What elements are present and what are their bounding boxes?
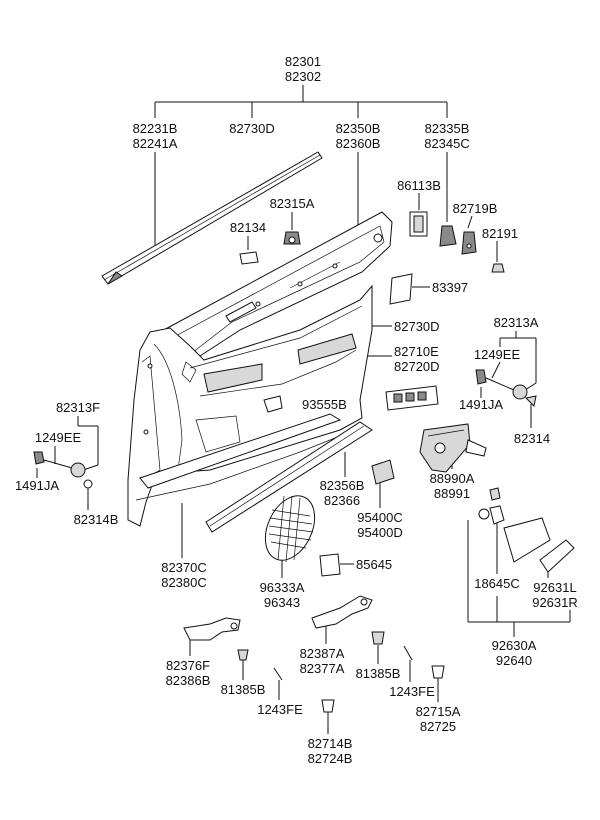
part-label-82370C: 82370C bbox=[161, 560, 207, 575]
part-label-82134: 82134 bbox=[230, 220, 266, 235]
part-label-86113B: 86113B bbox=[397, 178, 441, 193]
lower-garnish-strip-part bbox=[139, 413, 373, 533]
part-label-82335B: 82335B bbox=[425, 121, 470, 136]
part-label-82314: 82314 bbox=[514, 431, 550, 446]
part-label-82313F: 82313F bbox=[56, 400, 100, 415]
part-label-82710E: 82710E bbox=[394, 344, 439, 359]
part-label-82231B: 82231B bbox=[133, 121, 178, 136]
part-label-82366: 82366 bbox=[324, 493, 360, 508]
part-label-92631L: 92631L bbox=[533, 580, 576, 595]
part-label-92640: 92640 bbox=[496, 653, 532, 668]
part-label-96343: 96343 bbox=[264, 595, 300, 610]
part-label-92631R: 92631R bbox=[532, 595, 578, 610]
part-label-82380C: 82380C bbox=[161, 575, 207, 590]
part-label-1249EE-left: 1249EE bbox=[35, 430, 82, 445]
small-parts bbox=[33, 211, 575, 713]
part-label-82725: 82725 bbox=[420, 719, 456, 734]
part-label-82191: 82191 bbox=[482, 226, 518, 241]
part-label-1491JA-right: 1491JA bbox=[459, 397, 503, 412]
part-label-96333A: 96333A bbox=[260, 580, 305, 595]
part-label-82356B: 82356B bbox=[320, 478, 365, 493]
part-label-82241A: 82241A bbox=[133, 136, 178, 151]
part-label-82314B: 82314B bbox=[74, 512, 119, 527]
part-label-88991: 88991 bbox=[434, 486, 470, 501]
belt-weatherstrip-part bbox=[101, 151, 323, 285]
part-label-82350B: 82350B bbox=[336, 121, 381, 136]
speaker-grille-part bbox=[264, 495, 316, 563]
part-label-82376F: 82376F bbox=[166, 658, 210, 673]
part-label-1243FE-right: 1243FE bbox=[389, 684, 435, 699]
part-label-83397: 83397 bbox=[432, 280, 468, 295]
part-label-1243FE-left: 1243FE bbox=[257, 702, 303, 717]
part-label-82730D-mid: 82730D bbox=[394, 319, 440, 334]
part-label-1249EE-right: 1249EE bbox=[474, 347, 521, 362]
part-label-82715A: 82715A bbox=[416, 704, 461, 719]
part-label-82301: 82301 bbox=[285, 54, 321, 69]
part-label-92630A: 92630A bbox=[492, 638, 537, 653]
part-label-82719B: 82719B bbox=[453, 201, 498, 216]
part-label-82360B: 82360B bbox=[336, 136, 381, 151]
part-label-1491JA-left: 1491JA bbox=[15, 478, 59, 493]
part-label-82386B: 82386B bbox=[166, 673, 211, 688]
part-label-88990A: 88990A bbox=[430, 471, 475, 486]
part-label-95400D: 95400D bbox=[357, 525, 403, 540]
part-label-82714B: 82714B bbox=[308, 736, 353, 751]
part-label-81385B-right: 81385B bbox=[356, 666, 401, 681]
part-label-93555B: 93555B bbox=[302, 397, 347, 412]
part-label-82720D: 82720D bbox=[394, 359, 440, 374]
part-label-82345C: 82345C bbox=[424, 136, 470, 151]
part-label-82387A: 82387A bbox=[300, 646, 345, 661]
part-label-85645: 85645 bbox=[356, 557, 392, 572]
part-number-labels: 82301 82302 82231B 82241A 82730D 82350B … bbox=[15, 54, 578, 766]
part-label-82730D-top: 82730D bbox=[229, 121, 275, 136]
part-label-82377A: 82377A bbox=[300, 661, 345, 676]
upper-trim-panel-part bbox=[159, 211, 393, 373]
part-label-18645C: 18645C bbox=[474, 576, 520, 591]
part-label-82315A: 82315A bbox=[270, 196, 315, 211]
leader-lines bbox=[36, 85, 571, 734]
part-label-82302: 82302 bbox=[285, 69, 321, 84]
part-label-82724B: 82724B bbox=[308, 751, 353, 766]
part-label-95400C: 95400C bbox=[357, 510, 403, 525]
part-label-82313A: 82313A bbox=[494, 315, 539, 330]
part-label-81385B-left: 81385B bbox=[221, 682, 266, 697]
